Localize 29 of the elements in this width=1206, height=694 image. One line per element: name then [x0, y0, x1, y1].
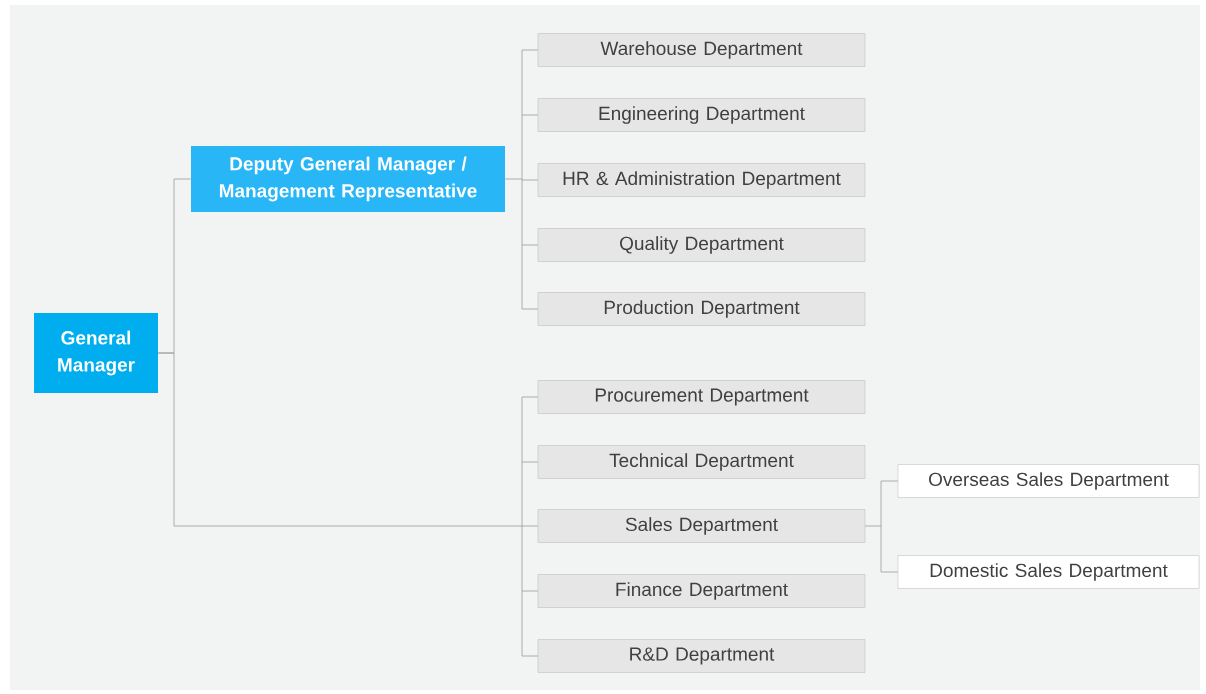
connector-trunk — [504, 49, 523, 310]
connector-line — [880, 480, 899, 482]
department-box: Sales Department — [537, 509, 866, 543]
department-box: R&D Department — [537, 639, 866, 673]
connector-line — [157, 178, 192, 354]
department-box: Domestic Sales Department — [897, 555, 1200, 589]
department-box: Procurement Department — [537, 380, 866, 414]
manager-box: Deputy General Manager / Management Representative — [191, 146, 505, 212]
connector-line — [521, 525, 539, 527]
manager-box: General Manager — [34, 313, 158, 393]
connector-line — [521, 461, 539, 463]
connector-line — [521, 244, 539, 246]
connector-line — [521, 655, 539, 657]
connector-line — [521, 590, 539, 592]
department-box: Production Department — [537, 292, 866, 326]
connector-line — [521, 179, 539, 181]
department-box: Finance Department — [537, 574, 866, 608]
department-box: Overseas Sales Department — [897, 464, 1200, 498]
connector-line — [521, 114, 539, 116]
connector-line — [521, 396, 539, 398]
department-box: Engineering Department — [537, 98, 866, 132]
connector-line — [880, 571, 899, 573]
department-box: Warehouse Department — [537, 33, 866, 67]
connector-trunk — [864, 480, 882, 573]
connector-line — [521, 49, 539, 51]
department-box: HR & Administration Department — [537, 163, 866, 197]
department-box: Quality Department — [537, 228, 866, 262]
department-box: Technical Department — [537, 445, 866, 479]
connector-line — [521, 308, 539, 310]
